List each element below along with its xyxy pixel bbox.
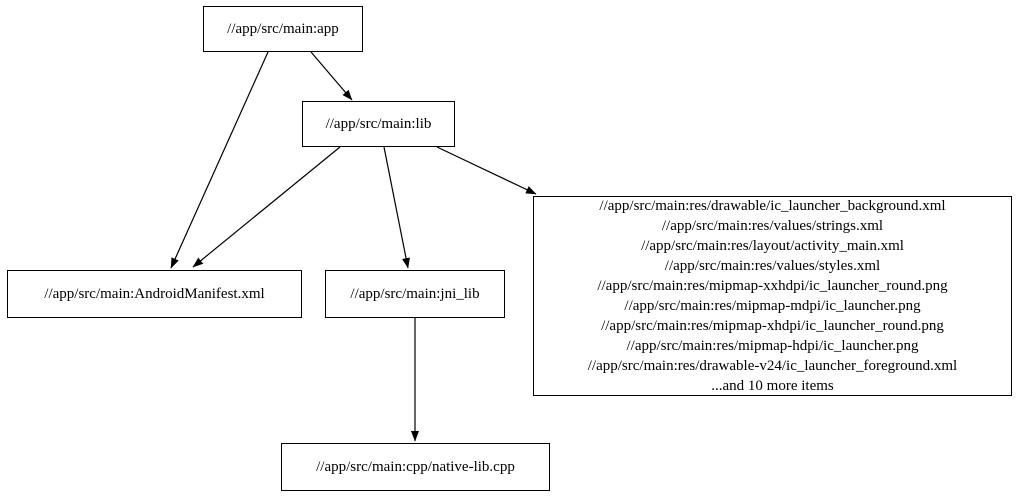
res-file-line: //app/src/main:res/layout/activity_main.…	[641, 238, 904, 254]
res-file-line: //app/src/main:res/drawable-v24/ic_launc…	[587, 358, 958, 374]
res-file-line: //app/src/main:res/drawable/ic_launcher_…	[599, 198, 946, 214]
res-more-items-line: ...and 10 more items	[711, 378, 834, 394]
res-file-line: //app/src/main:res/mipmap-xhdpi/ic_launc…	[601, 318, 944, 334]
edge-lib-to-res	[436, 146, 537, 195]
node-native-lib-cpp-label: //app/src/main:cpp/native-lib.cpp	[316, 459, 515, 475]
node-android-manifest: //app/src/main:AndroidManifest.xml	[7, 270, 302, 318]
node-android-manifest-label: //app/src/main:AndroidManifest.xml	[44, 286, 265, 302]
node-app-label: //app/src/main:app	[227, 21, 339, 37]
res-file-line: //app/src/main:res/values/strings.xml	[661, 218, 884, 234]
res-file-line: //app/src/main:res/mipmap-mdpi/ic_launch…	[624, 298, 921, 314]
edge-lib-to-jni-lib	[383, 146, 410, 269]
res-file-line: //app/src/main:res/mipmap-xxhdpi/ic_laun…	[597, 278, 948, 294]
node-native-lib-cpp: //app/src/main:cpp/native-lib.cpp	[281, 443, 550, 491]
edge-lib-to-manifest	[192, 146, 341, 268]
node-lib: //app/src/main:lib	[302, 101, 455, 147]
res-file-line: //app/src/main:res/mipmap-hdpi/ic_launch…	[626, 338, 919, 354]
node-lib-label: //app/src/main:lib	[325, 116, 432, 132]
edge-app-to-manifest	[170, 51, 269, 269]
node-app: //app/src/main:app	[203, 6, 363, 52]
res-file-line: //app/src/main:res/values/styles.xml	[664, 258, 881, 274]
node-jni-lib-label: //app/src/main:jni_lib	[350, 286, 480, 302]
node-res-files: //app/src/main:res/drawable/ic_launcher_…	[533, 196, 1012, 396]
node-jni-lib: //app/src/main:jni_lib	[325, 270, 505, 318]
edge-app-to-lib	[310, 51, 353, 101]
